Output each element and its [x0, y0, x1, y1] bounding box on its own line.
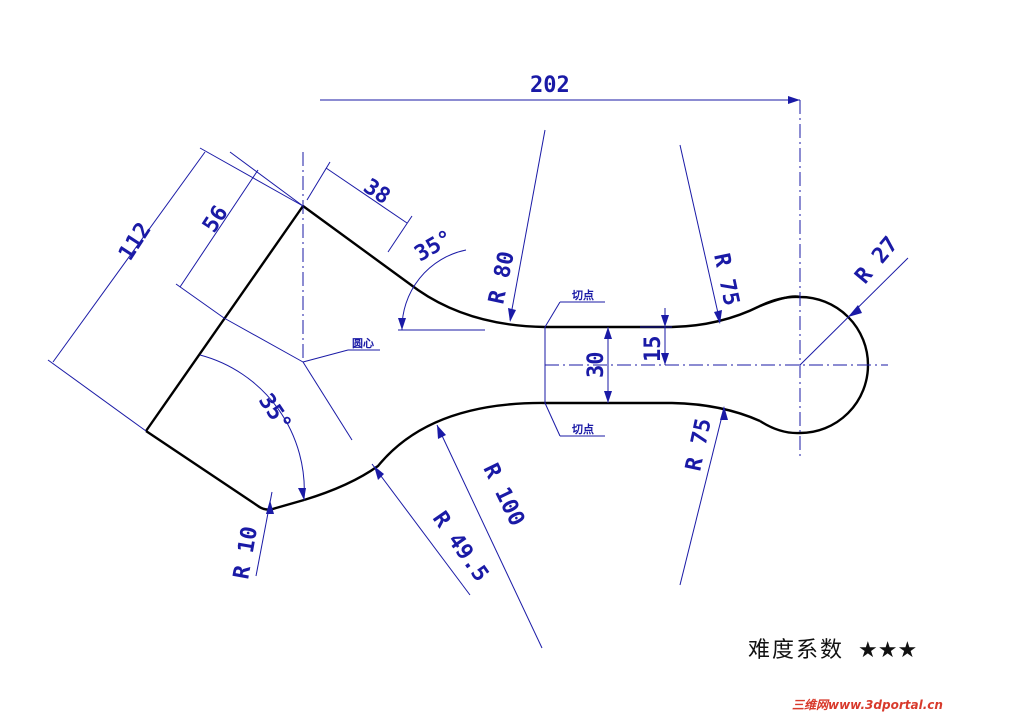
tangent-point-bottom: 切点: [544, 402, 605, 437]
part-outline: [145, 205, 870, 511]
center-label: 圆心: [352, 337, 374, 350]
dim-202-label: 202: [530, 73, 570, 98]
tangent-bottom-label: 切点: [572, 422, 594, 436]
tangent-top-label: 切点: [572, 288, 594, 302]
dim-56-label: 56: [198, 201, 233, 237]
dim-r100-label: R 100: [478, 460, 530, 530]
dim-30: 30: [544, 327, 612, 403]
dim-112-label: 112: [114, 218, 157, 265]
angle-35-top: 35°: [398, 226, 485, 331]
angle-35-left: 35°: [199, 317, 353, 501]
center-lines: [302, 100, 888, 458]
center-point: 圆心: [302, 337, 380, 363]
outline-bottom-left-edge: [145, 430, 305, 511]
dim-r75-bottom: R 75: [679, 406, 728, 586]
dim-202: 202: [320, 73, 800, 104]
watermark: 三维网www.3dportal.cn: [792, 698, 943, 712]
angle-35-left-label: 35°: [253, 389, 296, 436]
dim-r49-5-label: R 49.5: [427, 507, 493, 586]
dim-r49-5: R 49.5: [371, 463, 493, 596]
difficulty-label: 难度系数: [748, 638, 845, 663]
star-rating-icon: ★★★: [858, 638, 918, 663]
angle-35-top-label: 35°: [411, 226, 458, 268]
dim-15-label: 15: [641, 336, 666, 363]
dim-38: 38: [306, 161, 413, 253]
dim-30-label: 30: [584, 352, 609, 379]
dim-r75-top-label: R 75: [708, 251, 743, 308]
difficulty-rating: 难度系数 ★★★: [748, 632, 917, 664]
dim-15: 15: [640, 308, 672, 365]
dim-r80: R 80: [484, 129, 546, 322]
tangent-point-top: 切点: [544, 288, 605, 328]
dim-r10-label: R 10: [229, 525, 263, 582]
dim-r10: R 10: [229, 491, 274, 582]
dim-r27-label: R 27: [850, 232, 903, 289]
dim-r75-top: R 75: [679, 144, 744, 324]
dim-38-label: 38: [359, 174, 395, 210]
outline-bottom-edge: [303, 401, 761, 502]
dim-r75-bottom-label: R 75: [681, 416, 716, 473]
